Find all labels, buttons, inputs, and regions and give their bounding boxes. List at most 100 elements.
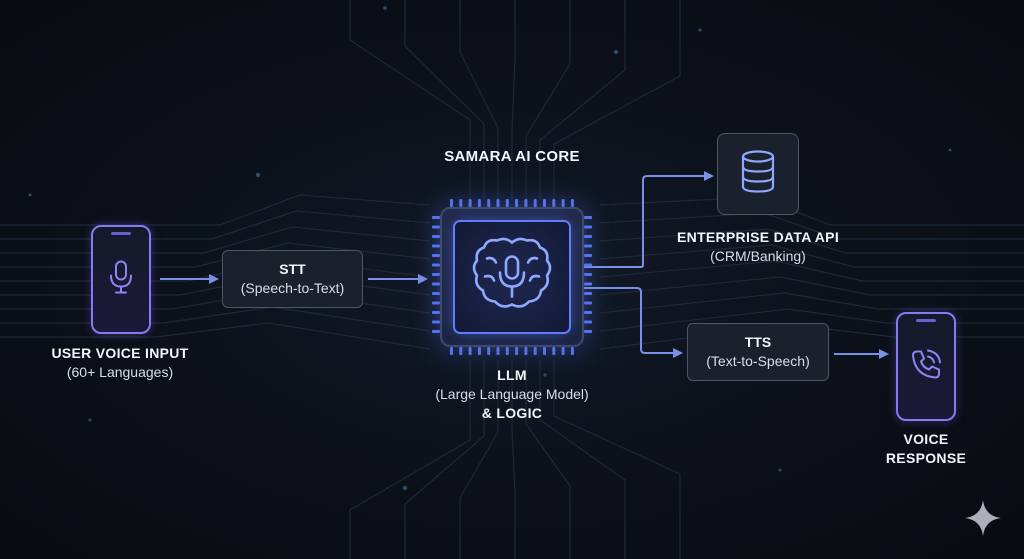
- circuit-trace: [511, 0, 516, 200]
- chip-pin: [584, 235, 592, 238]
- circuit-node: [614, 50, 618, 54]
- circuit-trace: [553, 0, 681, 200]
- circuit-trace: [511, 360, 516, 559]
- chip-pin: [450, 199, 453, 207]
- chip-pin: [487, 199, 491, 207]
- tts-title: TTS: [744, 334, 772, 350]
- circuit-trace: [525, 360, 571, 559]
- chip-pin: [515, 199, 519, 207]
- circuit-trace: [599, 244, 1024, 268]
- chip-pin: [584, 263, 592, 267]
- chip-pin: [450, 347, 453, 355]
- arrow-llm-to-tts: [584, 287, 683, 358]
- circuit-node: [255, 172, 261, 178]
- chip-pin: [524, 347, 528, 355]
- chip-pin: [584, 320, 592, 324]
- chip-pin: [584, 282, 592, 286]
- llm-title: LLM: [497, 367, 527, 383]
- chip-pin: [468, 199, 472, 207]
- chip-pin: [496, 199, 500, 207]
- chip-pin: [584, 254, 592, 257]
- phone-notch: [111, 232, 131, 235]
- llm-subtitle: (Large Language Model): [435, 386, 589, 402]
- circuit-node: [778, 468, 782, 472]
- phone-call-icon: [909, 347, 943, 386]
- enterprise-db-box: [717, 133, 799, 215]
- sparkle-icon: [965, 500, 1001, 536]
- circuit-node: [402, 485, 408, 491]
- chip-pin: [432, 282, 440, 286]
- circuit-trace: [349, 360, 471, 559]
- chip-pin: [505, 199, 509, 207]
- chip-pin: [552, 199, 556, 207]
- circuit-trace: [599, 228, 1024, 254]
- chip-pin: [584, 311, 592, 314]
- circuit-trace: [404, 0, 485, 200]
- chip-pin: [477, 347, 481, 355]
- core-title: SAMARA AI CORE: [444, 148, 580, 165]
- chip-pin: [524, 199, 528, 207]
- circuit-node: [88, 418, 92, 422]
- tts-subtitle: (Text-to-Speech): [706, 353, 810, 369]
- chip-pin: [432, 263, 440, 267]
- circuit-trace: [459, 360, 499, 559]
- output-title: VOICE: [903, 431, 949, 447]
- microphone-icon: [108, 259, 134, 300]
- circuit-node: [948, 148, 952, 152]
- phone-notch: [916, 319, 936, 322]
- input-subtitle: (60+ Languages): [66, 364, 174, 380]
- tts-box: TTS (Text-to-Speech): [687, 323, 829, 381]
- chip-pin: [584, 301, 592, 305]
- chip-pin: [552, 347, 556, 355]
- output-title-line2: RESPONSE: [885, 450, 967, 466]
- input-title: USER VOICE INPUT: [51, 345, 189, 361]
- stt-box: STT (Speech-to-Text): [222, 250, 363, 308]
- circuit-trace: [404, 360, 485, 559]
- chip-pin: [584, 273, 592, 276]
- chip-pin: [459, 199, 463, 207]
- stt-subtitle: (Speech-to-Text): [240, 280, 345, 296]
- llm-line3: & LOGIC: [481, 405, 543, 421]
- chip-pin: [533, 347, 537, 355]
- circuit-trace: [0, 306, 431, 332]
- circuit-trace: [599, 276, 1024, 296]
- chip-pin: [432, 254, 440, 257]
- chip-pin: [570, 347, 574, 355]
- circuit-node: [543, 373, 547, 377]
- chip-pin: [432, 235, 440, 238]
- chip-pin: [477, 199, 481, 207]
- circuit-trace: [525, 0, 571, 200]
- chip-pin: [432, 273, 440, 276]
- chip-core: [453, 220, 571, 334]
- chip-pin: [543, 199, 546, 207]
- llm-chip: [440, 207, 584, 347]
- circuit-trace: [539, 0, 626, 200]
- chip-pin: [561, 199, 565, 207]
- database-icon: [738, 150, 778, 199]
- circuit-trace: [0, 322, 431, 350]
- chip-pin: [432, 244, 440, 248]
- user-phone: [91, 225, 151, 334]
- chip-pin: [432, 292, 440, 295]
- chip-pin: [432, 311, 440, 314]
- chip-pin: [584, 216, 592, 219]
- chip-pin: [561, 347, 565, 355]
- circuit-node: [28, 193, 32, 197]
- chip-pin: [584, 244, 592, 248]
- chip-pin: [432, 216, 440, 219]
- chip-pin: [459, 347, 463, 355]
- chip-pin: [584, 292, 592, 295]
- circuit-trace: [599, 292, 1024, 314]
- circuit-trace: [599, 212, 1024, 240]
- chip-pin: [432, 330, 440, 333]
- chip-pin: [533, 199, 537, 207]
- arrow-llm-to-enterprise: [584, 171, 714, 268]
- chip-pin: [505, 347, 509, 355]
- chip-pin: [468, 347, 472, 355]
- circuit-trace: [459, 0, 499, 200]
- circuit-trace: [349, 0, 471, 200]
- circuit-node: [698, 28, 702, 32]
